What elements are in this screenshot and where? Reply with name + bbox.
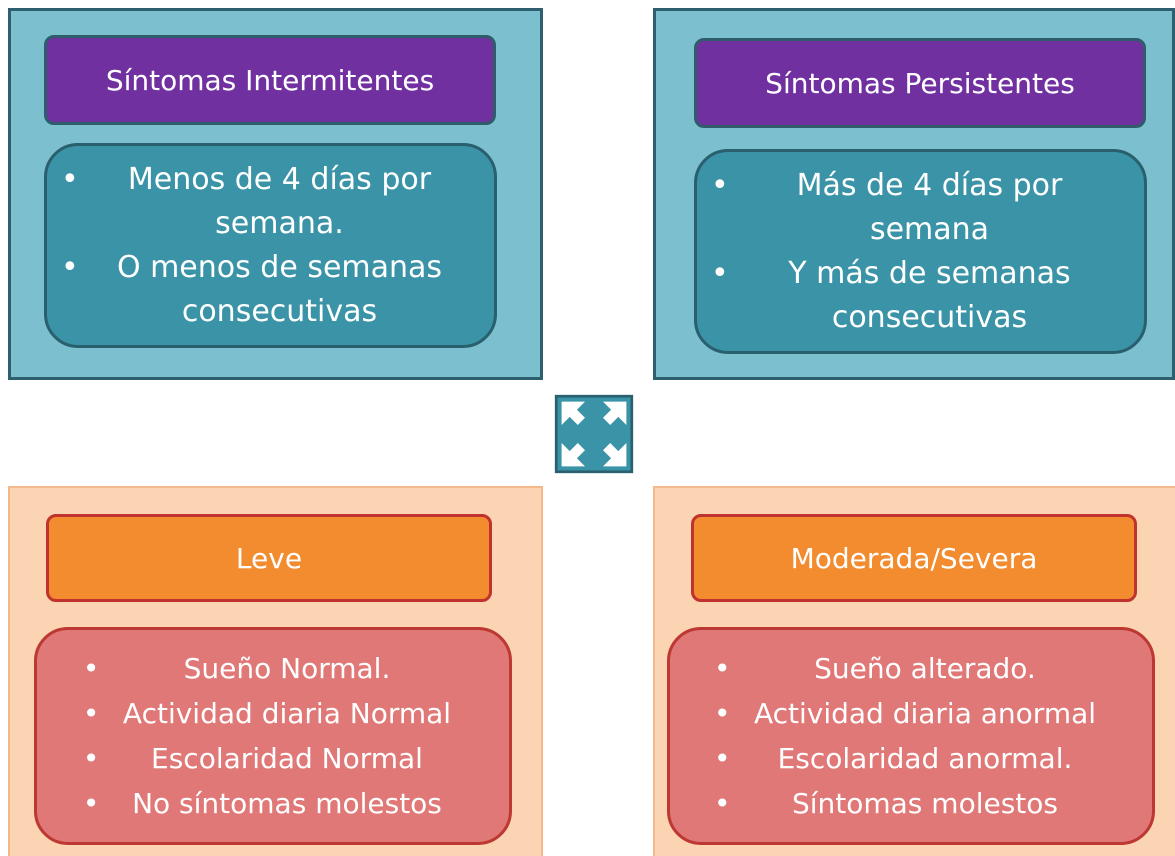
mild-title: Leve — [235, 541, 303, 575]
list-item: Y más de semanas consecutivas — [697, 252, 1144, 340]
mild-body: Sueño Normal. Actividad diaria Normal Es… — [34, 627, 512, 845]
intermittent-title: Síntomas Intermitentes — [105, 63, 435, 97]
list-item: Actividad diaria Normal — [83, 691, 451, 736]
persistent-body: Más de 4 días por semana Y más de semana… — [694, 149, 1147, 354]
persistent-header: Síntomas Persistentes — [694, 38, 1146, 128]
intermittent-header: Síntomas Intermitentes — [44, 35, 496, 125]
intermittent-list: Menos de 4 días por semana. O menos de s… — [47, 158, 494, 334]
moderate-severe-title: Moderada/Severa — [790, 541, 1038, 575]
persistent-title: Síntomas Persistentes — [765, 66, 1075, 100]
list-item: Sueño Normal. — [83, 646, 451, 691]
mild-list: Sueño Normal. Actividad diaria Normal Es… — [83, 646, 451, 826]
list-item: Síntomas molestos — [714, 781, 1096, 826]
list-item: Actividad diaria anormal — [714, 691, 1096, 736]
list-item: Escolaridad Normal — [83, 736, 451, 781]
persistent-list: Más de 4 días por semana Y más de semana… — [697, 164, 1144, 340]
moderate-severe-header: Moderada/Severa — [691, 514, 1137, 602]
list-item: Sueño alterado. — [714, 646, 1096, 691]
list-item: O menos de semanas consecutivas — [47, 246, 494, 334]
list-item: Más de 4 días por semana — [697, 164, 1144, 252]
moderate-severe-body: Sueño alterado. Actividad diaria anormal… — [667, 627, 1155, 845]
list-item: No síntomas molestos — [83, 781, 451, 826]
list-item: Escolaridad anormal. — [714, 736, 1096, 781]
intermittent-panel: Síntomas Intermitentes Menos de 4 días p… — [8, 8, 543, 380]
mild-panel: Leve Sueño Normal. Actividad diaria Norm… — [8, 486, 543, 856]
intermittent-body: Menos de 4 días por semana. O menos de s… — [44, 143, 497, 348]
four-way-arrows-icon — [554, 394, 634, 474]
list-item: Menos de 4 días por semana. — [47, 158, 494, 246]
moderate-severe-panel: Moderada/Severa Sueño alterado. Activida… — [653, 486, 1175, 856]
persistent-panel: Síntomas Persistentes Más de 4 días por … — [653, 8, 1175, 380]
moderate-severe-list: Sueño alterado. Actividad diaria anormal… — [714, 646, 1096, 826]
mild-header: Leve — [46, 514, 492, 602]
